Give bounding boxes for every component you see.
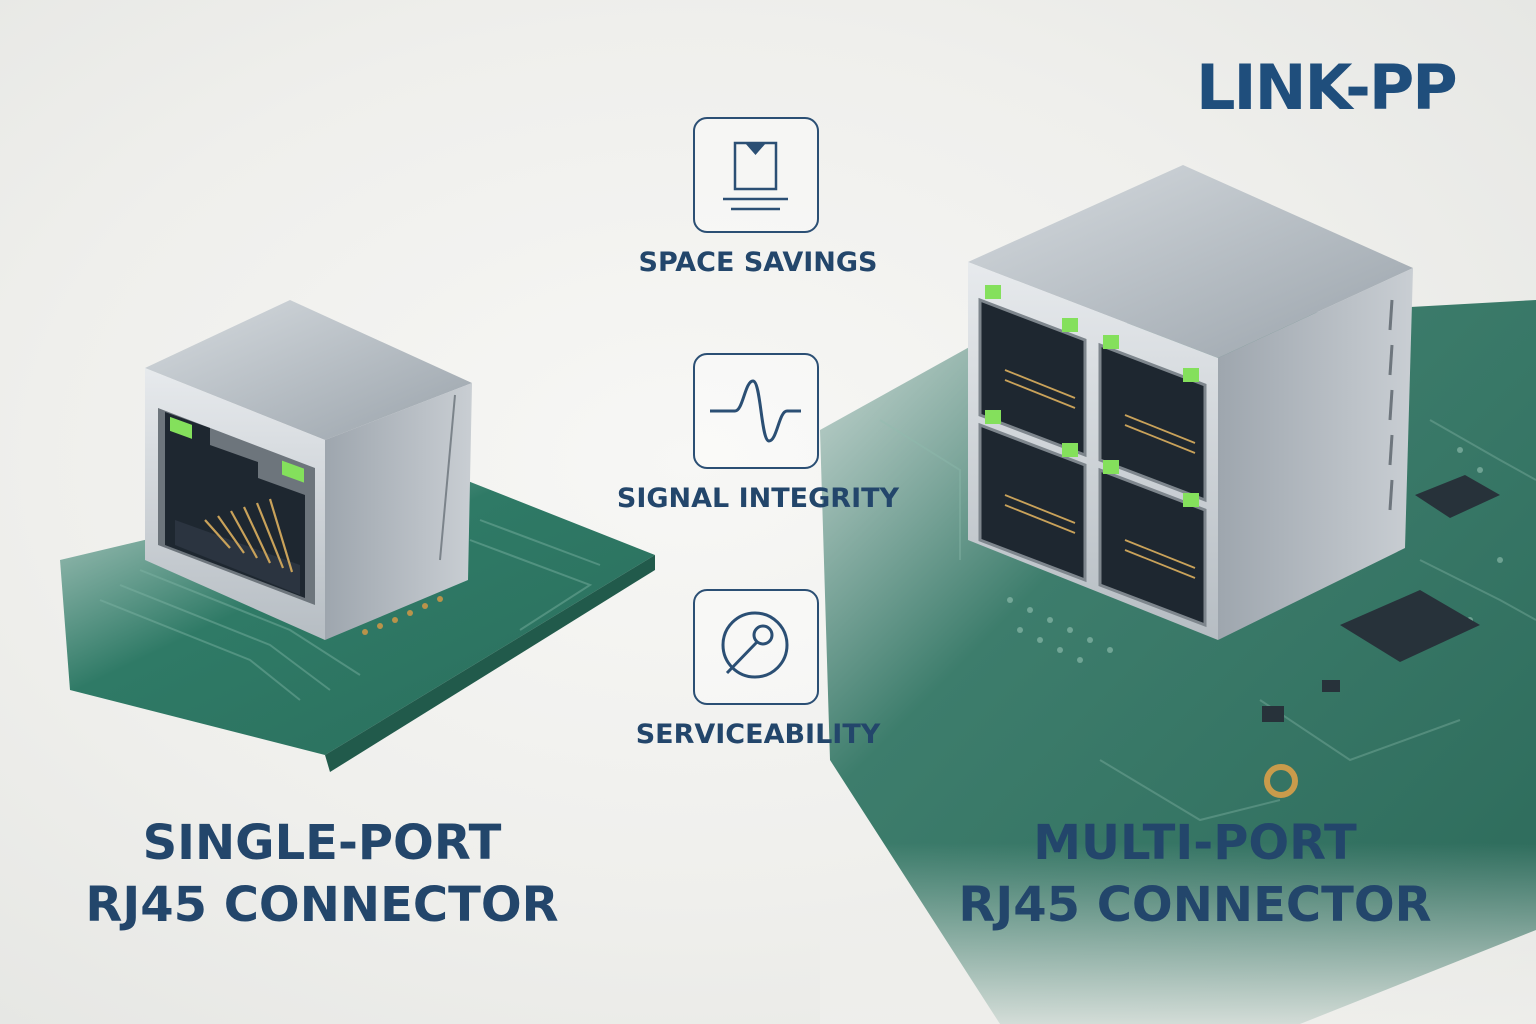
multi-port-title: MULTI-PORT RJ45 CONNECTOR bbox=[895, 812, 1495, 936]
wrench-icon bbox=[693, 589, 819, 705]
single-port-line2: RJ45 CONNECTOR bbox=[85, 877, 559, 933]
multi-port-line1: MULTI-PORT bbox=[1033, 815, 1357, 871]
feature-label: SERVICEABILITY bbox=[635, 719, 881, 750]
feature-label: SPACE SAVINGS bbox=[638, 247, 878, 278]
brand-logo: LINK-PP bbox=[1196, 51, 1458, 124]
board-space-icon bbox=[693, 117, 819, 233]
single-port-line1: SINGLE-PORT bbox=[142, 815, 502, 871]
multi-port-line2: RJ45 CONNECTOR bbox=[958, 877, 1432, 933]
signal-wave-icon bbox=[693, 353, 819, 469]
single-port-title: SINGLE-PORT RJ45 CONNECTOR bbox=[22, 812, 622, 936]
feature-label: SIGNAL INTEGRITY bbox=[616, 483, 900, 514]
